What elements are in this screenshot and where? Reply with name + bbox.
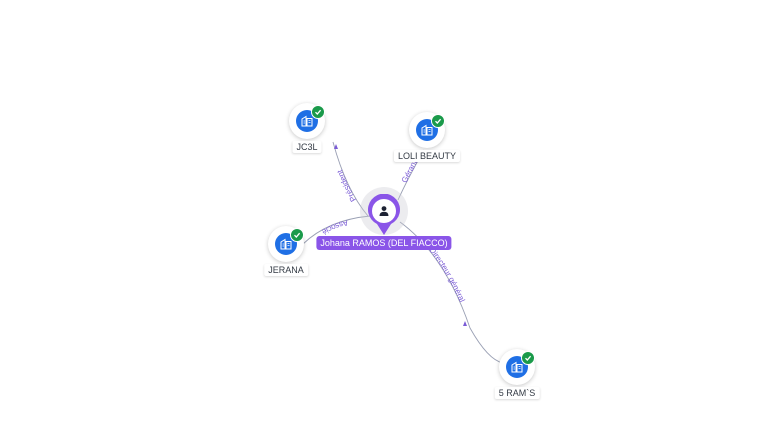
person-name-label[interactable]: Johana RAMOS (DEL FIACCO) xyxy=(316,236,452,250)
verified-check-icon xyxy=(521,351,535,365)
company-name-label[interactable]: JC3L xyxy=(292,141,322,153)
company-name-label[interactable]: JERANA xyxy=(264,264,308,276)
person-icon xyxy=(379,206,389,216)
company-name-label[interactable]: LOLI BEAUTY xyxy=(393,150,461,162)
verified-check-icon xyxy=(311,105,325,119)
edge-label-jc3l: Président xyxy=(335,168,358,203)
verified-check-icon xyxy=(290,228,304,242)
edge-arrow-jc3l xyxy=(334,144,338,149)
edge-label-5-rams: Directeur général xyxy=(428,246,467,304)
verified-check-icon xyxy=(431,114,445,128)
company-name-label[interactable]: 5 RAM`S xyxy=(494,387,540,399)
edge-label-jerana: Associé xyxy=(320,218,349,237)
edge-arrow-5-rams xyxy=(463,321,467,326)
